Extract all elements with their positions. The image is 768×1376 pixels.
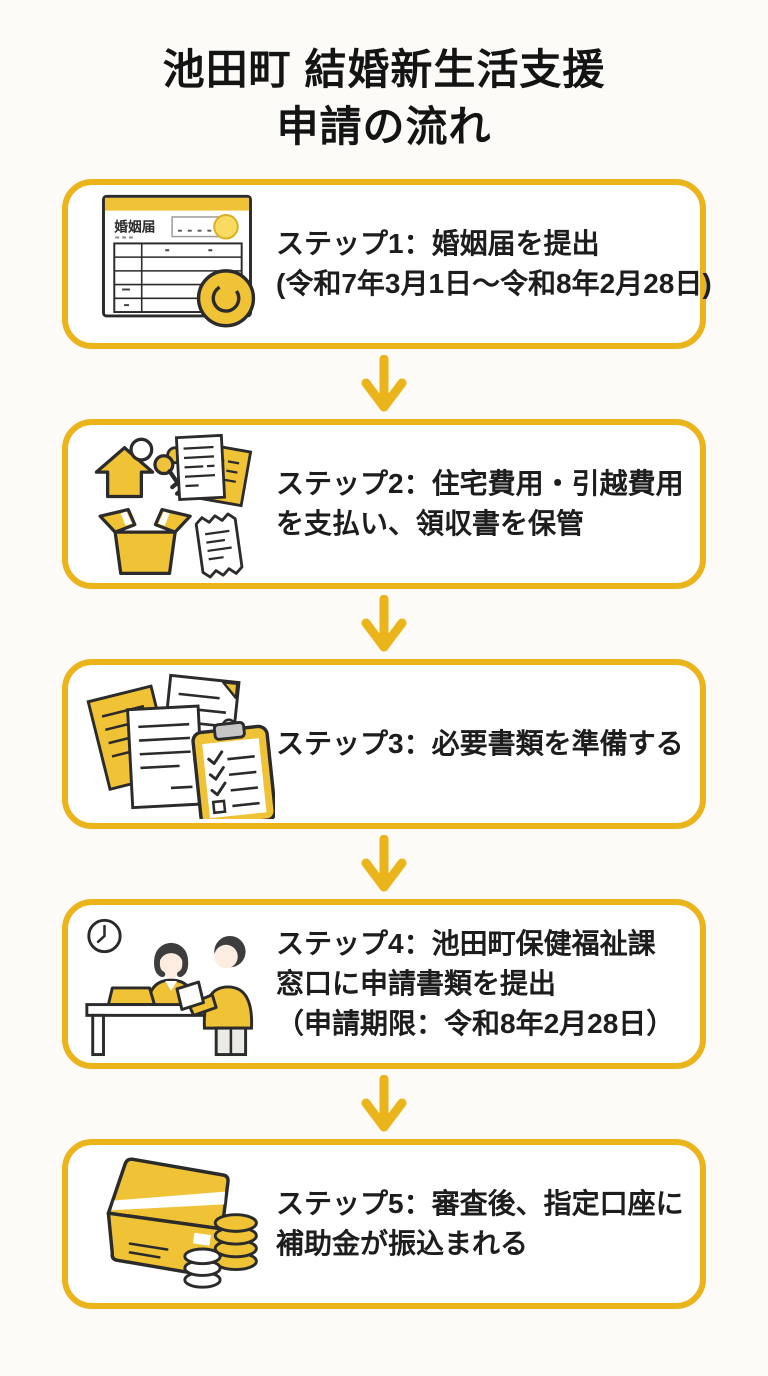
arrow-row-3 — [352, 829, 416, 899]
step-3-text: ステップ3：必要書類を準備する — [276, 724, 684, 764]
step-1-line-1: ステップ1：婚姻届を提出 — [276, 228, 600, 260]
step-1-icon-wrap: 婚姻届 — [78, 188, 276, 340]
arrow-row-2 — [352, 589, 416, 659]
step-box-5: ステップ5：審査後、指定口座に 補助金が振込まれる — [62, 1139, 706, 1310]
form-title-text: 婚姻届 — [114, 219, 155, 235]
step-4-line-1: ステップ4：池田町保健福祉課 — [276, 928, 656, 960]
clipboard-icon — [191, 718, 275, 820]
page-title: 池田町 結婚新生活支援 申請の流れ — [0, 0, 768, 155]
page-title-line1: 池田町 結婚新生活支援 — [162, 46, 606, 93]
coin-stack-yellow-icon — [213, 1213, 258, 1272]
step-5-line-1: ステップ5：審査後、指定口座に — [276, 1188, 684, 1220]
coin-stack-white-icon — [183, 1247, 222, 1290]
step-2-icon-wrap — [78, 428, 276, 580]
form-circle-mark — [213, 214, 239, 240]
moving-box-icon — [98, 508, 192, 576]
step-box-2: ステップ2：住宅費用・引越費用 を支払い、領収書を保管 — [62, 419, 706, 590]
step-5-icon-wrap — [78, 1148, 276, 1300]
form-header-band — [104, 198, 250, 211]
step-1-text: ステップ1：婚姻届を提出 (令和7年3月1日～令和8年2月28日) — [276, 224, 712, 304]
seal-stamp-icon — [196, 269, 256, 328]
step-4-icon-wrap — [78, 908, 276, 1060]
wall-clock-icon — [87, 919, 122, 954]
step-2-line-2: を支払い、領収書を保管 — [276, 508, 585, 540]
step-4-text: ステップ4：池田町保健福祉課 窓口に申請書類を提出 （申請期限：令和8年2月28… — [276, 924, 684, 1044]
step-3-line-1: ステップ3：必要書類を準備する — [276, 728, 684, 760]
marriage-certificate-icon: 婚姻届 — [102, 195, 256, 328]
down-arrow-icon — [361, 835, 407, 892]
invoice-documents-icon — [174, 434, 253, 508]
down-arrow-icon — [361, 1075, 407, 1132]
arrow-row-4 — [352, 1069, 416, 1139]
step-1-line-2: (令和7年3月1日～令和8年2月28日) — [276, 268, 712, 300]
page-title-line2: 申請の流れ — [276, 102, 492, 150]
step-2-line-1: ステップ2：住宅費用・引越費用 — [276, 468, 684, 500]
arrow-row-1 — [352, 349, 416, 419]
step-5-text: ステップ5：審査後、指定口座に 補助金が振込まれる — [276, 1184, 684, 1264]
step-box-4: ステップ4：池田町保健福祉課 窓口に申請書類を提出 （申請期限：令和8年2月28… — [62, 899, 706, 1070]
receipt-icon — [194, 512, 244, 579]
bankbook-coins-icon — [106, 1157, 258, 1290]
down-arrow-icon — [361, 355, 407, 412]
documents-checklist-icon — [86, 674, 275, 820]
applicant-icon — [175, 936, 254, 1057]
step-5-line-2: 補助金が振込まれる — [276, 1228, 529, 1260]
flowchart: 婚姻届 ステップ1：婚姻届を提出 (令和7年3月1日～令和8年2月28日) — [62, 179, 712, 1310]
step-4-line-2: 窓口に申請書類を提出 — [276, 968, 557, 1000]
step-4-line-3: （申請期限：令和8年2月28日） — [276, 1008, 675, 1040]
house-keys-box-receipt-icon — [94, 434, 253, 579]
step-box-1: 婚姻届 ステップ1：婚姻届を提出 (令和7年3月1日～令和8年2月28日) — [62, 179, 712, 350]
step-3-icon-wrap — [78, 668, 276, 820]
house-keys-icon — [94, 438, 194, 499]
step-box-3: ステップ3：必要書類を準備する — [62, 659, 706, 830]
white-document-front-icon — [126, 704, 205, 810]
down-arrow-icon — [361, 595, 407, 652]
step-2-text: ステップ2：住宅費用・引越費用 を支払い、領収書を保管 — [276, 464, 684, 544]
counter-submission-icon — [85, 919, 254, 1057]
